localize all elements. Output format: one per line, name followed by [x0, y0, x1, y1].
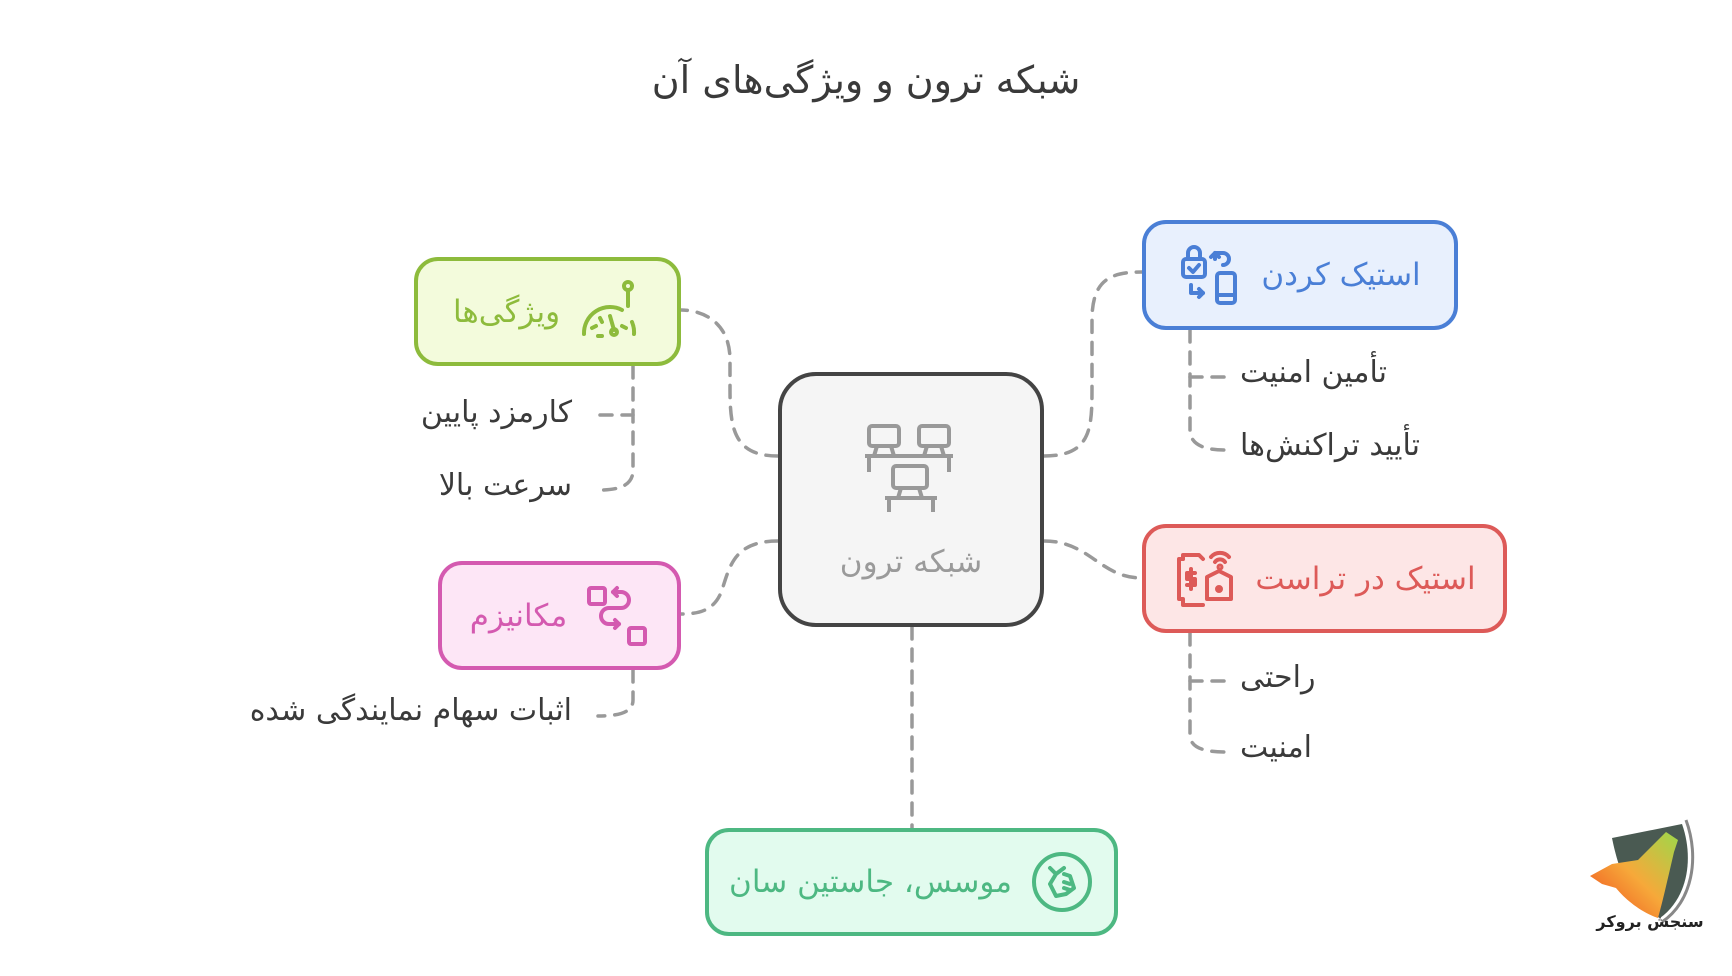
broker-logo-icon — [1590, 819, 1695, 924]
diagram-title: شبکه ترون و ویژگی‌های آن — [651, 58, 1081, 102]
node-founder[interactable]: موسس، جاستین سان — [705, 828, 1118, 936]
features-label: ویژگی‌ها — [452, 293, 561, 330]
trust-staking-label: استیک در تراست — [1255, 560, 1476, 597]
secure-transfer-phone-icon — [1181, 245, 1238, 305]
leaf-securing: تأمین امنیت — [1240, 355, 1387, 390]
leaf-convenience: راحتی — [1240, 660, 1316, 695]
leaf-low-fee: کارمزد پایین — [420, 395, 572, 430]
leaf-dpos: اثبات سهام نمایندگی شده — [249, 693, 572, 728]
leaf-security: امنیت — [1240, 730, 1312, 765]
leaf-high-speed: سرعت بالا — [438, 468, 572, 503]
watermark-text: سنجش بروکر — [1596, 912, 1704, 931]
founder-label: موسس، جاستین سان — [729, 864, 1012, 900]
speedometer-icon — [582, 279, 637, 338]
center-label: شبکه ترون — [839, 543, 983, 580]
node-mechanism[interactable]: مکانیزم — [438, 561, 681, 670]
founder-badge-icon — [1031, 852, 1092, 912]
exchange-squares-icon — [587, 585, 648, 646]
mechanism-label: مکانیزم — [469, 597, 568, 634]
leaf-tx-verify: تأیید تراکنش‌ها — [1240, 428, 1420, 463]
center-node-tron-network[interactable]: شبکه ترون — [778, 372, 1044, 627]
node-trust-staking[interactable]: استیک در تراست — [1142, 524, 1507, 633]
node-features[interactable]: ویژگی‌ها — [414, 257, 681, 366]
network-computers-icon — [865, 423, 953, 512]
wallet-dollar-shield-icon — [1177, 550, 1234, 607]
staking-label: استیک کردن — [1261, 257, 1421, 293]
node-staking[interactable]: استیک کردن — [1142, 220, 1458, 330]
